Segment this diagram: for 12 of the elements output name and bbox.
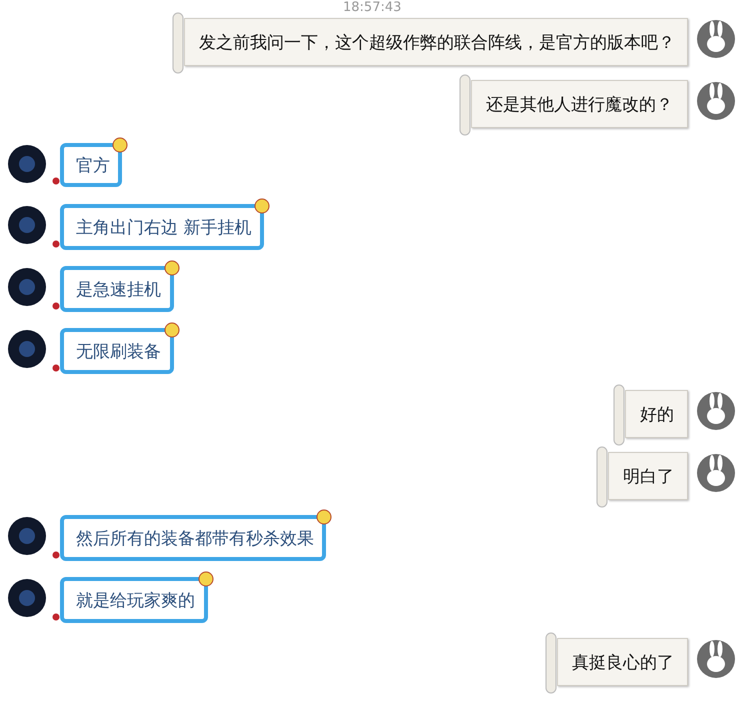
- message-bubble: 还是其他人进行魔改的？: [471, 80, 688, 128]
- message-bubble: 是急速挂机: [60, 266, 174, 312]
- message-bubble: 好的: [625, 390, 688, 438]
- message-bubble: 然后所有的装备都带有秒杀效果: [60, 515, 326, 561]
- message-bubble: 就是给玩家爽的: [60, 577, 208, 623]
- message-bubble: 真挺良心的了: [557, 638, 688, 686]
- message-bubble: 官方: [60, 143, 122, 187]
- message-bubble: 无限刷装备: [60, 328, 174, 374]
- message-bubble: 主角出门右边 新手挂机: [60, 204, 264, 250]
- message-bubble: 发之前我问一下，这个超级作弊的联合阵线，是官方的版本吧？: [184, 18, 688, 66]
- timestamp: 18:57:43: [343, 0, 402, 15]
- message-bubble: 明白了: [608, 452, 688, 500]
